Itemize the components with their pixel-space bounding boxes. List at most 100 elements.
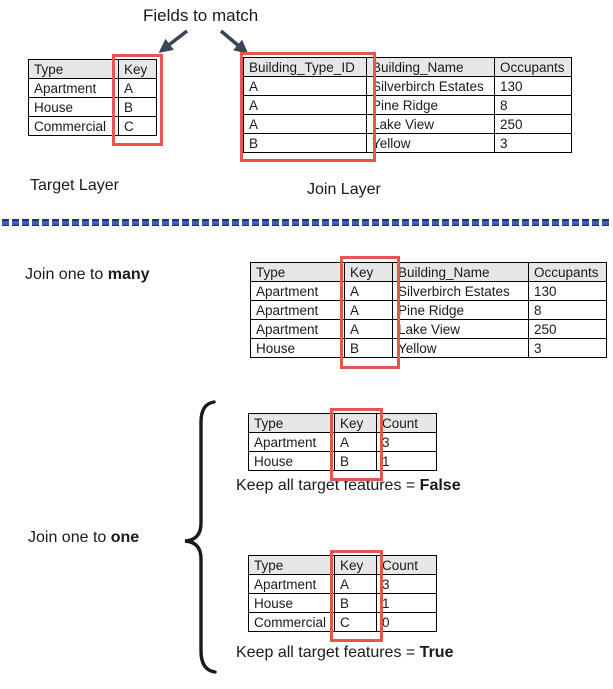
- table-cell: 3: [528, 338, 607, 358]
- column-header: Building_Type_ID: [243, 57, 367, 77]
- table-cell: A: [344, 319, 393, 339]
- table-cell: B: [243, 133, 367, 153]
- column-header: Type: [248, 555, 335, 575]
- table-cell: 3: [494, 133, 572, 153]
- table-cell: B: [344, 338, 393, 358]
- column-header: Building_Name: [392, 262, 529, 282]
- table-cell: 1: [376, 593, 437, 613]
- table-cell: Commercial: [248, 612, 335, 632]
- keep-false-caption-bold: False: [419, 477, 461, 494]
- table-cell: Silverbirch Estates: [392, 281, 529, 301]
- table-cell: 3: [376, 574, 437, 594]
- column-header: Type: [28, 59, 119, 79]
- join-one-to-one-label-prefix: Join one to: [28, 529, 111, 546]
- table-cell: 250: [528, 319, 607, 339]
- table-cell: Lake View: [392, 319, 529, 339]
- table-cell: Silverbirch Estates: [366, 76, 495, 96]
- table-cell: Apartment: [250, 281, 345, 301]
- arrow-down-left-icon: [158, 29, 189, 53]
- table-cell: Apartment: [250, 319, 345, 339]
- table-cell: Pine Ridge: [392, 300, 529, 320]
- table-cell: House: [248, 451, 335, 471]
- table-cell: 130: [494, 76, 572, 96]
- table-cell: Apartment: [250, 300, 345, 320]
- table-cell: A: [344, 300, 393, 320]
- column-header: Key: [334, 555, 377, 575]
- join-one-to-many-label-bold: many: [107, 266, 150, 283]
- table-cell: A: [334, 432, 377, 452]
- table-cell: A: [243, 95, 367, 115]
- table-cell: 3: [376, 432, 437, 452]
- table-cell: C: [334, 612, 377, 632]
- join-one-to-many-label: Join one to many: [25, 266, 150, 284]
- table-cell: Commercial: [28, 116, 119, 136]
- table-cell: 0: [376, 612, 437, 632]
- table-cell: Apartment: [28, 78, 119, 98]
- column-header: Building_Name: [366, 57, 495, 77]
- keep-false-caption: Keep all target features = False: [236, 477, 461, 495]
- table-cell: House: [248, 593, 335, 613]
- table-cell: A: [334, 574, 377, 594]
- table-cell: Apartment: [248, 432, 335, 452]
- section-divider: [2, 219, 611, 226]
- column-header: Type: [248, 413, 335, 433]
- fields-to-match-label: Fields to match: [143, 6, 259, 25]
- target-layer-label: Target Layer: [30, 177, 119, 194]
- curly-brace-icon: [184, 400, 217, 674]
- keep-true-caption-prefix: Keep all target features =: [236, 644, 420, 661]
- table-cell: A: [344, 281, 393, 301]
- column-header: Occupants: [494, 57, 572, 77]
- table-cell: 250: [494, 114, 572, 134]
- table-cell: Apartment: [248, 574, 335, 594]
- table-cell: 8: [494, 95, 572, 115]
- table-cell: B: [118, 97, 157, 117]
- table-cell: Yellow: [366, 133, 495, 153]
- column-header: Type: [250, 262, 345, 282]
- table-cell: A: [243, 114, 367, 134]
- column-header: Count: [376, 555, 437, 575]
- column-header: Occupants: [528, 262, 607, 282]
- table-cell: A: [243, 76, 367, 96]
- table-cell: 130: [528, 281, 607, 301]
- table-cell: A: [118, 78, 157, 98]
- column-header: Key: [118, 59, 157, 79]
- join-one-to-one-label-bold: one: [110, 529, 140, 546]
- table-cell: House: [28, 97, 119, 117]
- table-cell: B: [334, 593, 377, 613]
- table-cell: C: [118, 116, 157, 136]
- table-cell: Yellow: [392, 338, 529, 358]
- keep-true-caption-bold: True: [419, 644, 454, 661]
- table-cell: Pine Ridge: [366, 95, 495, 115]
- table-cell: House: [250, 338, 345, 358]
- join-layer-label: Join Layer: [307, 181, 381, 198]
- join-one-to-many-label-prefix: Join one to: [25, 266, 108, 283]
- column-header: Key: [344, 262, 393, 282]
- column-header: Key: [334, 413, 377, 433]
- column-header: Count: [376, 413, 437, 433]
